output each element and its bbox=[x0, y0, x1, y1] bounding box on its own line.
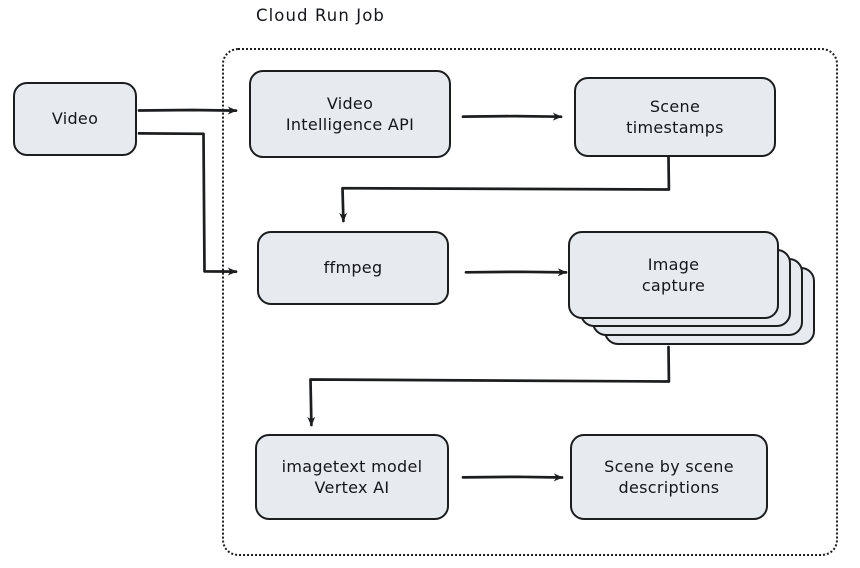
edge-video-to-video-intelligence-api bbox=[137, 106, 238, 115]
node-image-capture-label: Image capture bbox=[641, 254, 706, 295]
edge-imagetext-model-to-descriptions bbox=[461, 473, 564, 482]
cloud-run-job-container bbox=[222, 48, 838, 556]
node-ffmpeg-label: ffmpeg bbox=[323, 258, 383, 278]
node-scene-descriptions-label: Scene by scene descriptions bbox=[604, 456, 734, 497]
node-ffmpeg[interactable]: ffmpeg bbox=[257, 231, 449, 305]
node-video-label: Video bbox=[51, 109, 99, 129]
edge-video-intelligence-api-to-scene-timestamps bbox=[461, 112, 563, 121]
edge-ffmpeg-to-image-capture bbox=[464, 268, 568, 277]
node-scene-descriptions[interactable]: Scene by scene descriptions bbox=[570, 434, 768, 520]
node-imagetext-model[interactable]: imagetext model Vertex AI bbox=[255, 434, 449, 520]
node-image-capture[interactable]: Image capture bbox=[568, 231, 779, 319]
cloud-run-job-title: Cloud Run Job bbox=[256, 6, 385, 25]
node-imagetext-model-label: imagetext model Vertex AI bbox=[281, 456, 423, 497]
edge-scene-timestamps-to-ffmpeg bbox=[339, 154, 671, 223]
node-scene-timestamps[interactable]: Scene timestamps bbox=[574, 77, 776, 157]
edge-video-to-ffmpeg bbox=[137, 132, 238, 276]
node-video-intelligence-api[interactable]: Video Intelligence API bbox=[249, 70, 451, 158]
node-video[interactable]: Video bbox=[13, 82, 137, 156]
node-video-intelligence-api-label: Video Intelligence API bbox=[285, 93, 415, 134]
node-scene-timestamps-label: Scene timestamps bbox=[626, 96, 724, 137]
edge-image-capture-to-imagetext-model bbox=[307, 345, 671, 427]
